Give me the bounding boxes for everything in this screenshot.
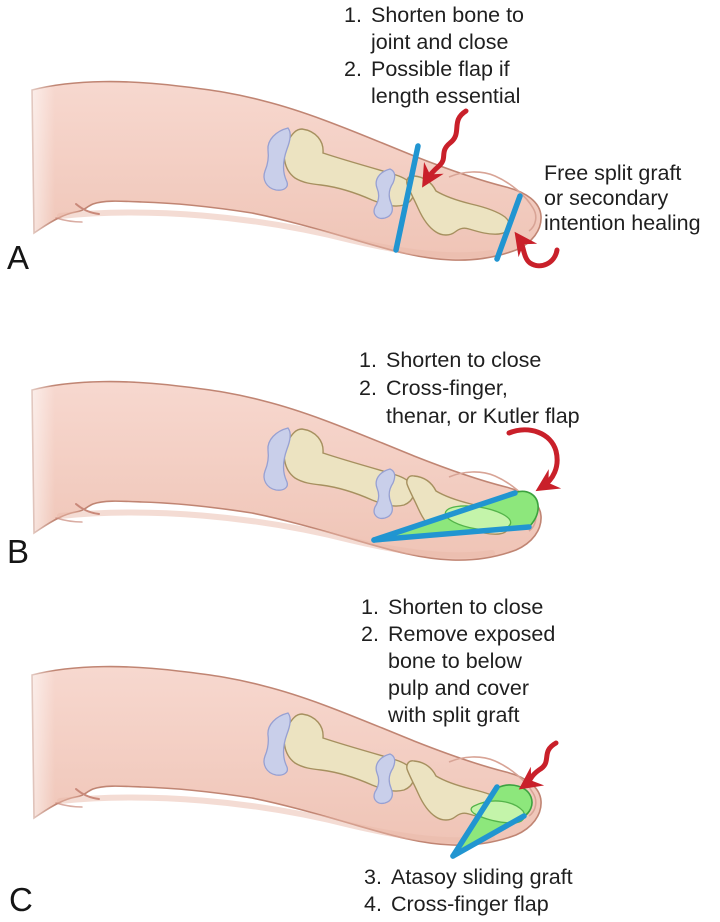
cut-line-dip-joint — [393, 143, 421, 253]
item-number: 2. — [361, 622, 379, 646]
panel-a-instructions: 1. Shorten bone to joint and close 2. Po… — [344, 2, 524, 110]
squiggle-arrow-icon — [518, 740, 559, 790]
instruction-line: 1. Shorten bone to — [344, 2, 524, 29]
instruction-line: length essential — [344, 83, 524, 110]
instruction-text: Shorten to close — [388, 595, 544, 619]
curl-arrow-icon — [506, 427, 562, 492]
panel-a-illustration — [32, 82, 560, 269]
item-number: 2. — [359, 376, 377, 400]
instruction-text: Shorten bone to — [371, 3, 525, 27]
instruction-text: Atasoy sliding graft — [391, 865, 573, 889]
panel-c-instructions-bottom: 3. Atasoy sliding graft 4. Cross-finger … — [364, 864, 573, 918]
instruction-line: pulp and cover — [361, 675, 555, 702]
cut-line-distal — [450, 813, 527, 859]
cut-line-flap-top — [371, 490, 518, 543]
instruction-text: Cross-finger flap — [391, 892, 549, 916]
instruction-text: Possible flap if — [371, 57, 510, 81]
panel-b-illustration — [32, 382, 562, 561]
panel-c-instructions: 1. Shorten to close 2. Remove exposed bo… — [361, 594, 555, 729]
instruction-line: with split graft — [361, 702, 555, 729]
cut-line-flap-bottom — [371, 524, 532, 543]
item-number: 1. — [361, 595, 379, 619]
instruction-text: Remove exposed — [388, 622, 556, 646]
instruction-text: with split graft — [388, 703, 520, 727]
instruction-line: 1. Shorten to close — [359, 346, 580, 374]
panel-label-b: B — [7, 533, 30, 570]
item-number: 1. — [359, 348, 377, 372]
cut-line-proximal — [450, 784, 500, 859]
curl-arrow-icon — [514, 231, 560, 269]
cut-line-fingertip — [494, 193, 523, 262]
instruction-line: thenar, or Kutler flap — [359, 402, 580, 430]
instruction-line: 3. Atasoy sliding graft — [364, 864, 573, 891]
panel-c-illustration — [32, 667, 559, 859]
instruction-line: bone to below — [361, 648, 555, 675]
instruction-line: 4. Cross-finger flap — [364, 891, 573, 918]
squiggle-arrow-icon — [422, 108, 469, 188]
instruction-line: 1. Shorten to close — [361, 594, 555, 621]
instruction-line: 2. Remove exposed — [361, 621, 555, 648]
instruction-line: joint and close — [344, 29, 524, 56]
instruction-text: length essential — [371, 84, 521, 108]
item-number: 4. — [364, 892, 382, 916]
left-edge-fade — [0, 0, 55, 922]
item-number: 3. — [364, 865, 382, 889]
panel-b-instructions: 1. Shorten to close 2. Cross-finger, the… — [359, 346, 580, 430]
side-note-line: or secondary — [544, 186, 669, 210]
instruction-text: pulp and cover — [388, 676, 530, 700]
item-number: 1. — [344, 3, 362, 27]
side-note-line: Free split graft — [544, 161, 682, 185]
side-note-line: intention healing — [544, 211, 701, 235]
panel-label-a: A — [7, 239, 30, 276]
instruction-line: 2. Cross-finger, — [359, 374, 580, 402]
instruction-text: thenar, or Kutler flap — [386, 404, 580, 428]
instruction-text: Cross-finger, — [386, 376, 508, 400]
instruction-text: bone to below — [388, 649, 522, 673]
panel-a-side-note: Free split graft or secondary intention … — [544, 161, 701, 236]
instruction-line: 2. Possible flap if — [344, 56, 524, 83]
instruction-text: Shorten to close — [386, 348, 542, 372]
item-number: 2. — [344, 57, 362, 81]
instruction-text: joint and close — [371, 30, 509, 54]
panel-label-c: C — [9, 881, 33, 918]
